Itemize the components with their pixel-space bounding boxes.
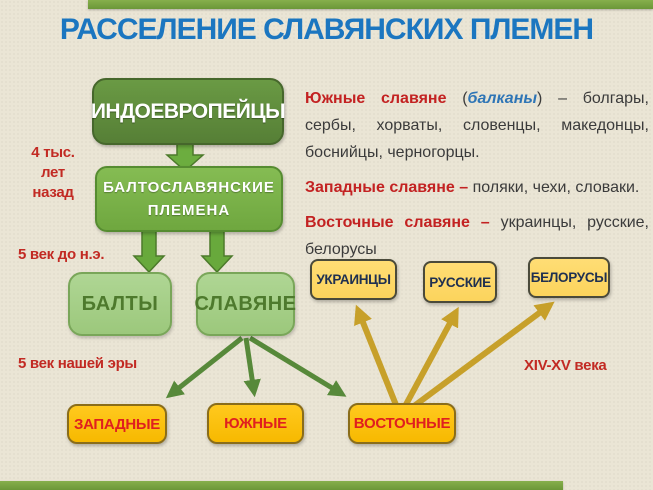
timeline-label-4000-line1: 4 тыс. лет — [31, 144, 75, 181]
node-balts: БАЛТЫ — [68, 272, 172, 336]
node-balto-slavic-tribes: БАЛТОСЛАВЯНСКИЕ ПЛЕМЕНА — [95, 166, 283, 232]
legend-southern-balkans: балканы — [467, 90, 538, 107]
legend-paragraph-western: Западные славяне – поляки, чехи, словаки… — [305, 174, 649, 201]
node-balto-slavic-line2: ПЛЕМЕНА — [147, 202, 231, 219]
top-green-bar — [88, 0, 653, 9]
legend-southern-paren: ( — [446, 90, 468, 107]
legend-eastern-term: Восточные славяне – — [305, 214, 490, 231]
node-ukrainians: УКРАИНЦЫ — [310, 259, 397, 300]
node-belarusians-label: БЕЛОРУСЫ — [530, 270, 608, 285]
arrow-baltoslavic-to-balts-icon — [132, 228, 166, 274]
node-russians: РУССКИЕ — [423, 261, 497, 303]
arrow-slavs-to-eastern-icon — [248, 335, 347, 397]
legend-text-block: Южные славяне (балканы) – болгары, сербы… — [305, 85, 649, 263]
page-title: РАССЕЛЕНИЕ СЛАВЯНСКИХ ПЛЕМЕН — [59, 13, 594, 46]
legend-eastern-list: украинцы, русские, белорусы — [305, 214, 649, 258]
node-balto-slavic-line1: БАЛТОСЛАВЯНСКИЕ — [103, 179, 275, 196]
timeline-label-4000-line2: назад — [32, 184, 74, 201]
legend-western-list: поляки, чехи, словаки. — [468, 179, 640, 196]
node-slavs: СЛАВЯНЕ — [194, 272, 297, 336]
legend-western-term: Западные славяне – — [305, 179, 469, 196]
legend-paragraph-southern: Южные славяне (балканы) – болгары, сербы… — [305, 85, 649, 166]
arrow-eastern-to-russians-icon — [400, 306, 459, 412]
node-southern-slavs: ЮЖНЫЕ — [207, 403, 304, 444]
timeline-label-5th-century-ad: 5 век нашей эры — [18, 355, 137, 372]
node-indo-europeans: ИНДОЕВРОПЕЙЦЫ — [90, 78, 286, 145]
node-ukrainians-label: УКРАИНЦЫ — [316, 272, 391, 287]
node-eastern-slavs: ВОСТОЧНЫЕ — [348, 403, 456, 444]
timeline-label-4000-years-ago: 4 тыс. лет назад — [18, 143, 88, 203]
bottom-green-bar — [0, 481, 563, 490]
arrow-baltoslavic-to-slavs-icon — [200, 228, 234, 274]
node-indo-europeans-label: ИНДОЕВРОПЕЙЦЫ — [90, 99, 286, 123]
legend-paragraph-eastern: Восточные славяне – украинцы, русские, б… — [305, 209, 649, 263]
node-balts-label: БАЛТЫ — [81, 292, 159, 315]
node-russians-label: РУССКИЕ — [429, 274, 491, 290]
node-eastern-slavs-label: ВОСТОЧНЫЕ — [353, 415, 451, 432]
timeline-label-5th-century-bc: 5 век до н.э. — [18, 246, 105, 263]
timeline-label-14-15-centuries: XIV-XV века — [524, 357, 607, 374]
arrow-slavs-to-western-icon — [165, 336, 244, 399]
legend-southern-list: ) – болгары, сербы, хорваты, словенцы, м… — [305, 90, 649, 161]
arrow-eastern-to-ukrainians-icon — [354, 304, 401, 412]
legend-southern-term: Южные славяне — [305, 90, 447, 107]
arrow-slavs-to-southern-icon — [243, 337, 261, 398]
node-western-slavs-label: ЗАПАДНЫЕ — [73, 415, 160, 433]
node-belarusians: БЕЛОРУСЫ — [528, 257, 610, 298]
node-western-slavs: ЗАПАДНЫЕ — [67, 404, 167, 444]
node-southern-slavs-label: ЮЖНЫЕ — [224, 415, 287, 432]
node-slavs-label: СЛАВЯНЕ — [194, 292, 297, 315]
